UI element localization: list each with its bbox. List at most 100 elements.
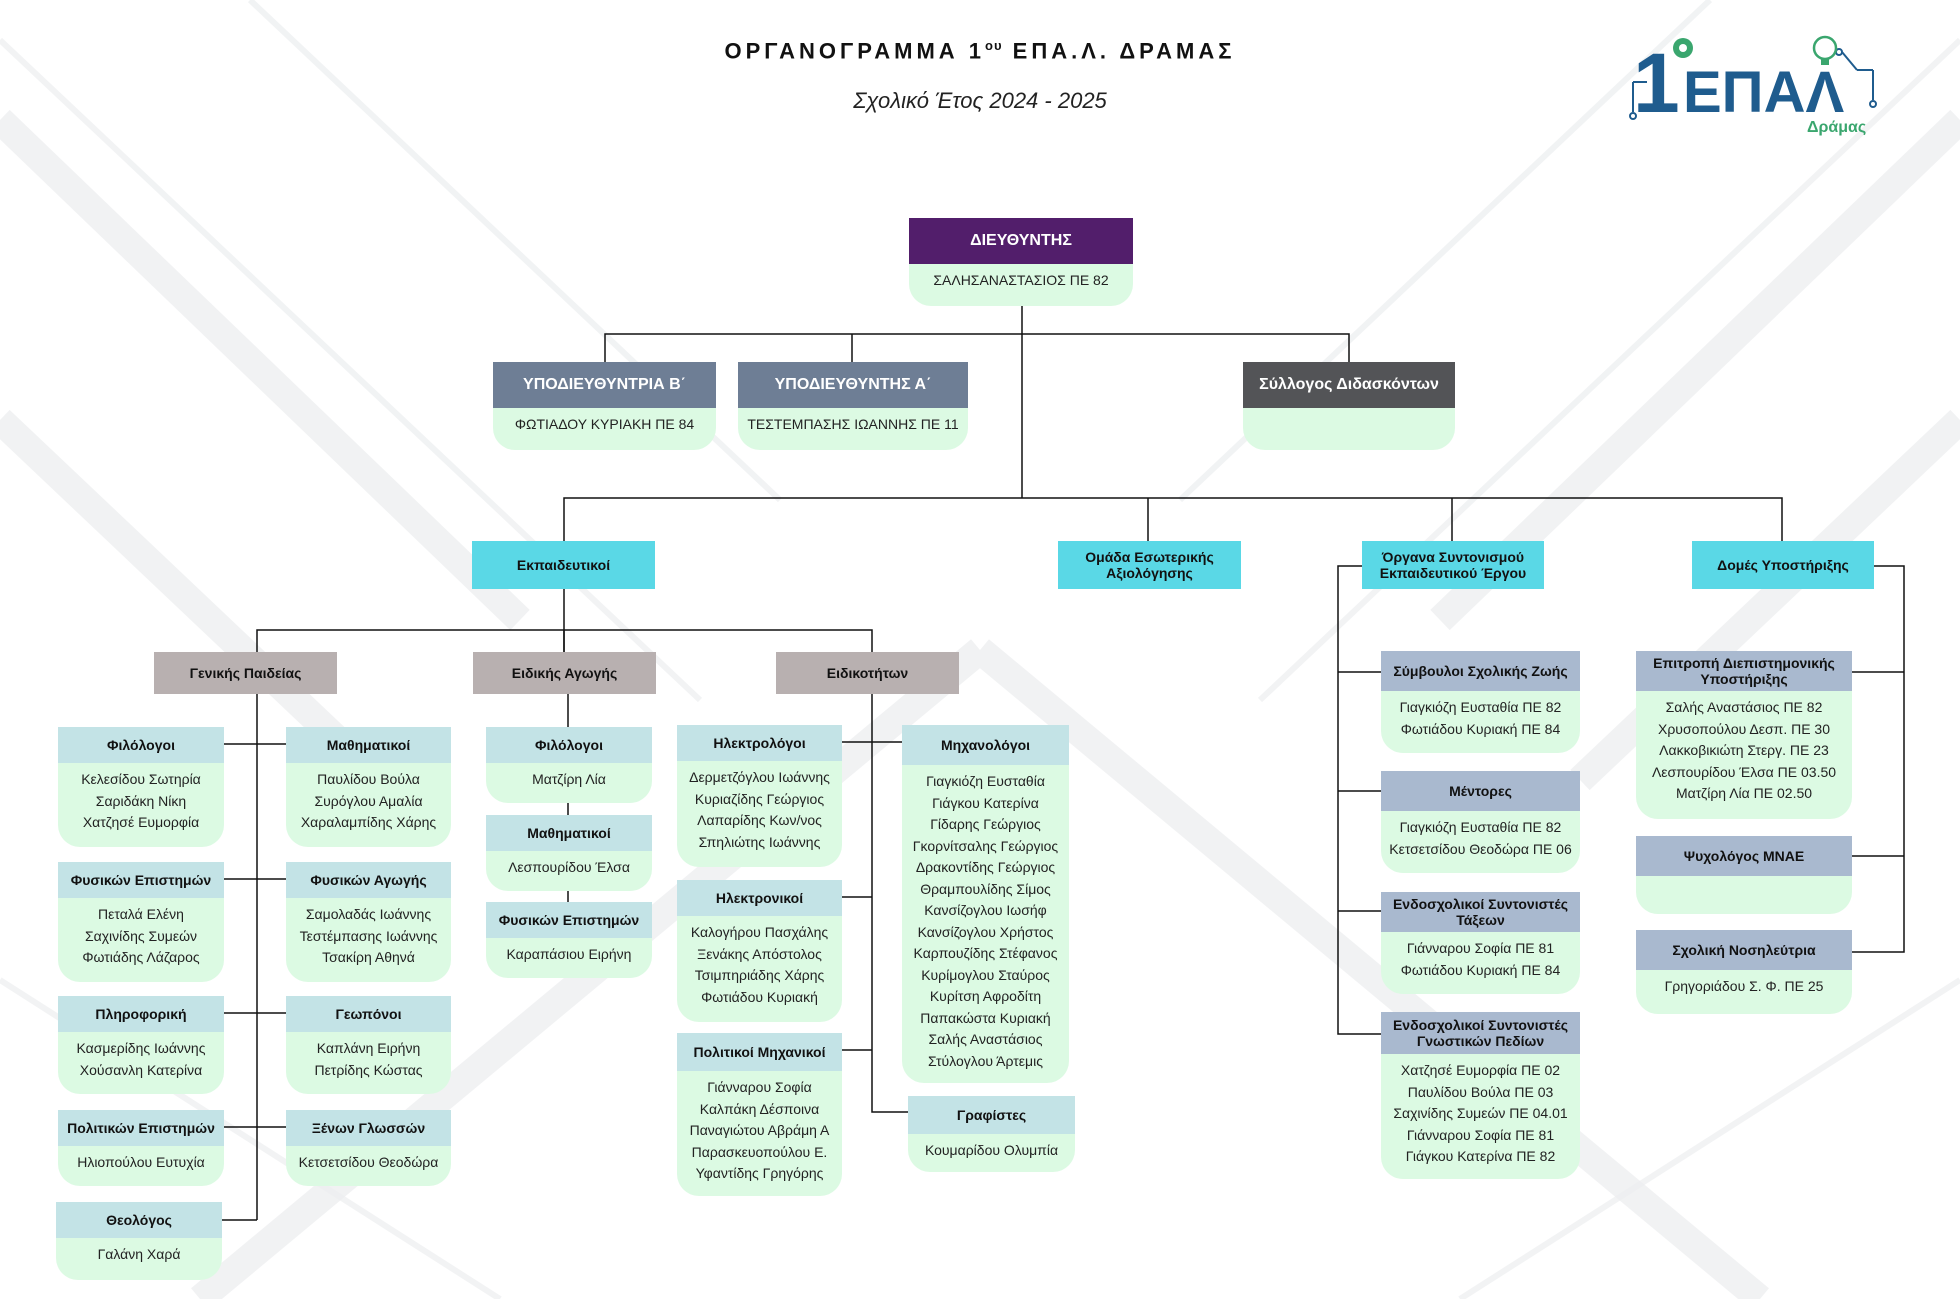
member-name: Γιάνναρου Σοφία ΠΕ 81 — [1406, 940, 1555, 956]
philologists-title: Φιλόλογοι — [58, 727, 224, 763]
member-name: Δρακοντίδης Γεώργιος — [915, 859, 1056, 875]
mentors-title: Μέντορες — [1381, 771, 1580, 811]
member-name: Γαλάνη Χαρά — [97, 1246, 181, 1262]
psychologist-title: Ψυχολόγος ΜΝΑΕ — [1636, 836, 1852, 876]
member-name: Πεταλά Ελένη — [98, 906, 184, 922]
foreign-languages-box: Ξένων Γλωσσών Κετσετσίδου Θεοδώρα — [286, 1110, 451, 1186]
member-name: Χρυσοπούλου Δεσπ. ΠΕ 30 — [1657, 720, 1831, 737]
school-life-advisors-box: Σύμβουλοι Σχολικής Ζωής Γιαγκιόζη Ευσταθ… — [1381, 651, 1580, 753]
member-name: Λαπαρίδης Κων/νος — [697, 812, 822, 828]
member-name: Παναγιώτου Αβράμη Α — [689, 1122, 830, 1138]
internal-evaluation-title: Ομάδα Εσωτερικής Αξιολόγησης — [1058, 541, 1241, 589]
member-name: Σαλής Αναστάσιος ΠΕ 82 — [1665, 699, 1823, 715]
special-ed-title: Ειδικής Αγωγής — [473, 652, 656, 694]
support-box: Δομές Υποστήριξης — [1692, 541, 1874, 589]
field-coordinators-title: Ενδοσχολικοί Συντονιστές Γνωστικών Πεδίω… — [1381, 1012, 1580, 1054]
special-natural-sciences-box: Φυσικών Επιστημών Καραπάσιου Ειρήνη — [486, 902, 652, 978]
member-name: Φωτιάδου Κυριακή — [701, 988, 818, 1005]
general-ed-box: Γενικής Παιδείας — [154, 652, 337, 694]
general-ed-title: Γενικής Παιδείας — [154, 652, 337, 694]
member-name: Τσιμπηριάδης Χάρης — [694, 967, 825, 983]
logo-word: ΕΠΑΛ — [1683, 60, 1844, 125]
physical-ed-title: Φυσικών Αγωγής — [286, 862, 451, 898]
interdisciplinary-committee-title: Επιτροπή Διεπιστημονικής Υποστήριξης — [1636, 651, 1852, 691]
member-name: Παρασκευοπούλου Ε. — [691, 1143, 828, 1160]
member-name: Κασμερίδης Ιωάννης — [76, 1040, 206, 1056]
member-name: Καραπάσιου Ειρήνη — [506, 946, 632, 962]
teachers-title: Εκπαιδευτικοί — [472, 541, 655, 589]
special-philologists-box: Φιλόλογοι Ματζίρη Λία — [486, 727, 652, 803]
graphic-designers-box: Γραφίστες Κουμαρίδου Ολυμπία — [908, 1096, 1075, 1172]
logo-numeral: 1 — [1633, 36, 1680, 130]
member-name: Πετρίδης Κώστας — [314, 1061, 423, 1078]
member-name: Γρηγοριάδου Σ. Φ. ΠΕ 25 — [1664, 978, 1824, 994]
class-coordinators-box: Ενδοσχολικοί Συντονιστές Τάξεων Γιάνναρο… — [1381, 892, 1580, 994]
member-name: Λακκοβικιώτη Στεργ. ΠΕ 23 — [1659, 742, 1829, 758]
support-title: Δομές Υποστήριξης — [1692, 541, 1874, 589]
member-name: Ξενάκης Απόστολος — [697, 945, 822, 962]
member-name: Κετσετσίδου Θεοδώρα ΠΕ 06 — [1389, 840, 1572, 857]
member-name: Λεσπουρίδου Έλσα — [508, 859, 630, 875]
member-name: Σαριδάκη Νίκη — [95, 792, 187, 809]
member-name: ΤΕΣΤΕΜΠΑΣΗΣ ΙΩΑΝΝΗΣ ΠΕ 11 — [747, 416, 959, 432]
teachers-box: Εκπαιδευτικοί — [472, 541, 655, 589]
coordination-title: Όργανα Συντονισμού Εκπαιδευτικού Έργου — [1362, 541, 1544, 589]
member-name: Γιάγκου Κατερίνα ΠΕ 82 — [1405, 1148, 1556, 1164]
member-name: Κανσίζογλου Χρήστος — [917, 923, 1054, 940]
teachers-council-members — [1243, 408, 1455, 450]
member-name: ΦΩΤΙΑΔΟΥ ΚΥΡΙΑΚΗ ΠΕ 84 — [514, 416, 695, 432]
member-name: Θραμπουλίδης Σίμος — [920, 880, 1051, 897]
member-name: Σαχινίδης Συμεών — [84, 927, 198, 944]
psychologist-members — [1636, 876, 1852, 914]
agronomists-title: Γεωπόνοι — [286, 996, 451, 1032]
field-coordinators-box: Ενδοσχολικοί Συντονιστές Γνωστικών Πεδίω… — [1381, 1012, 1580, 1179]
director-members: ΣΑΛΗΣΑΝΑΣΤΑΣΙΟΣ ΠΕ 82 — [909, 264, 1133, 306]
class-coordinators-title: Ενδοσχολικοί Συντονιστές Τάξεων — [1381, 892, 1580, 932]
member-name: Κελεσίδου Σωτηρία — [81, 771, 201, 787]
school-nurse-box: Σχολική Νοσηλεύτρια Γρηγοριάδου Σ. Φ. ΠΕ… — [1636, 930, 1852, 1014]
member-name: Τσακίρη Αθηνά — [322, 949, 415, 965]
deputy-a-box: ΥΠΟΔΙΕΥΘΥΝΤΗΣ Α΄ ΤΕΣΤΕΜΠΑΣΗΣ ΙΩΑΝΝΗΣ ΠΕ … — [738, 362, 968, 450]
member-name: Κετσετσίδου Θεοδώρα — [298, 1154, 439, 1170]
member-name: Γιάνναρου Σοφία ΠΕ 81 — [1406, 1126, 1555, 1143]
member-name: Παυλίδου Βούλα — [317, 771, 420, 787]
member-name: Καλογήρου Πασχάλης — [690, 924, 829, 940]
foreign-languages-title: Ξένων Γλωσσών — [286, 1110, 451, 1146]
special-natural-sciences-title: Φυσικών Επιστημών — [486, 902, 652, 938]
member-name: Ηλιοπούλου Ευτυχία — [77, 1154, 205, 1170]
deputy-b-box: ΥΠΟΔΙΕΥΘΥΝΤΡΙΑ Β΄ ΦΩΤΙΑΔΟΥ ΚΥΡΙΑΚΗ ΠΕ 84 — [493, 362, 716, 450]
member-name: Καπλάνη Ειρήνη — [316, 1040, 421, 1056]
member-name: Χαραλαμπίδης Χάρης — [300, 814, 437, 830]
electricians-title: Ηλεκτρολόγοι — [677, 725, 842, 761]
director-title: ΔΙΕΥΘΥΝΤΗΣ — [909, 218, 1133, 264]
member-name: Γκορνίτσαλης Γεώργιος — [912, 837, 1059, 854]
mathematicians-title: Μαθηματικοί — [286, 727, 451, 763]
civil-engineers-title: Πολιτικοί Μηχανικοί — [677, 1033, 842, 1071]
theologian-members: Γαλάνη Χαρά — [56, 1238, 222, 1280]
member-name: Λεσπουρίδου Έλσα ΠΕ 03.50 — [1651, 763, 1837, 780]
internal-evaluation-box: Ομάδα Εσωτερικής Αξιολόγησης — [1058, 541, 1241, 589]
member-name: Σπηλιώτης Ιωάννης — [698, 833, 821, 850]
member-name: Τεστέμπασης Ιωάννης — [299, 927, 438, 944]
deputy-b-members: ΦΩΤΙΑΔΟΥ ΚΥΡΙΑΚΗ ΠΕ 84 — [493, 408, 716, 450]
special-ed-box: Ειδικής Αγωγής — [473, 652, 656, 694]
graphic-designers-title: Γραφίστες — [908, 1096, 1075, 1134]
member-name: Κυρίτση Αφροδίτη — [929, 988, 1042, 1004]
member-name: Καρπουζίδης Στέφανος — [913, 945, 1058, 961]
logo-city: Δράμας — [1807, 119, 1866, 136]
member-name: Χατζησέ Ευμορφία ΠΕ 02 — [1400, 1062, 1561, 1078]
natural-sciences-title: Φυσικών Επιστημών — [58, 862, 224, 898]
